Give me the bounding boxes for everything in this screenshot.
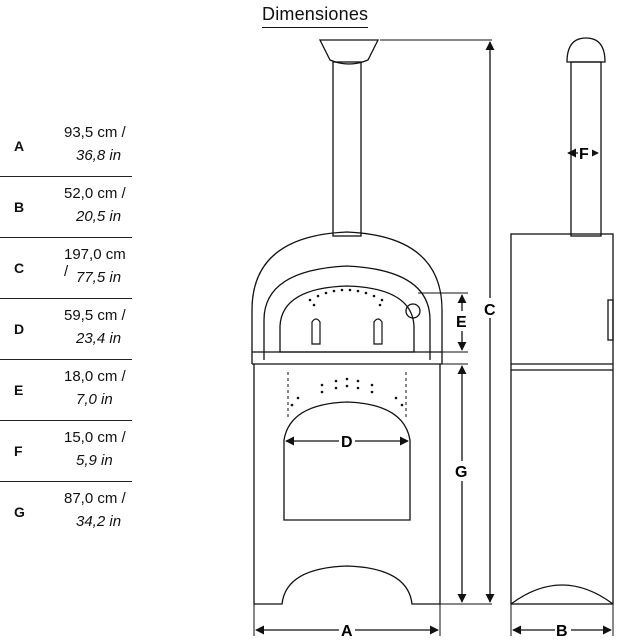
dimension-cm: 15,0 cm / xyxy=(64,429,126,446)
oven-base xyxy=(253,364,441,605)
oven-decoration xyxy=(290,288,404,407)
side-base-arch xyxy=(510,584,614,605)
dimension-row-d: D 59,5 cm / 23,4 in xyxy=(0,299,132,360)
firebox-opening xyxy=(283,401,411,521)
chimney-pipe xyxy=(332,61,362,237)
dimension-letter: A xyxy=(14,138,25,154)
burner-icons xyxy=(311,318,383,345)
dim-label-f: F xyxy=(579,146,589,163)
dimension-cm: 59,5 cm / xyxy=(64,307,126,324)
dimension-row-c: C 197,0 cm / 77,5 in xyxy=(0,238,132,299)
dim-label-e: E xyxy=(456,314,467,331)
dimension-inch: 23,4 in xyxy=(76,330,122,347)
side-body xyxy=(510,233,614,605)
dim-label-g: G xyxy=(455,464,467,481)
dimension-letter: E xyxy=(14,382,24,398)
dimension-cm: 197,0 cm / xyxy=(64,246,126,280)
dimension-row-a: A 93,5 cm / 36,8 in xyxy=(0,116,132,177)
dimension-letter: D xyxy=(14,321,25,337)
dimension-cm: 18,0 cm / xyxy=(64,368,126,385)
dimension-table: A 93,5 cm / 36,8 in B 52,0 cm / 20,5 in … xyxy=(0,116,132,542)
dome-inner-arc xyxy=(263,265,431,360)
front-view xyxy=(251,39,443,605)
dimension-inch: 34,2 in xyxy=(76,513,122,530)
dimension-letter: C xyxy=(14,260,25,276)
dim-label-c: C xyxy=(484,302,496,319)
dimension-row-g: G 87,0 cm / 34,2 in xyxy=(0,482,132,542)
dim-label-b: B xyxy=(556,623,568,640)
dimension-letter: B xyxy=(14,199,25,215)
oven-mouth xyxy=(279,285,415,353)
dimension-row-e: E 18,0 cm / 7,0 in xyxy=(0,360,132,421)
chimney-cap xyxy=(318,39,380,65)
thermometer-icon xyxy=(405,303,421,319)
side-view xyxy=(510,37,614,605)
oven-dome xyxy=(251,231,443,364)
dimension-arrows xyxy=(255,41,612,635)
dimension-inch: 7,0 in xyxy=(76,391,113,408)
dimension-cm: 87,0 cm / xyxy=(64,490,126,507)
dimension-row-b: B 52,0 cm / 20,5 in xyxy=(0,177,132,238)
dimension-inch: 77,5 in xyxy=(76,269,122,286)
dimension-row-f: F 15,0 cm / 5,9 in xyxy=(0,421,132,482)
dimension-letter: F xyxy=(14,443,23,459)
dimension-cm: 52,0 cm / xyxy=(64,185,126,202)
diagram-title: Dimensiones xyxy=(262,4,369,28)
dim-label-a: A xyxy=(341,623,353,640)
dimension-inch: 5,9 in xyxy=(76,452,113,469)
dimension-inch: 20,5 in xyxy=(76,208,122,225)
dim-label-d: D xyxy=(341,434,353,451)
side-chimney-cap xyxy=(566,37,606,63)
dimension-letter: G xyxy=(14,504,25,520)
dimension-cm: 93,5 cm / xyxy=(64,124,126,141)
dimension-inch: 36,8 in xyxy=(76,147,122,164)
